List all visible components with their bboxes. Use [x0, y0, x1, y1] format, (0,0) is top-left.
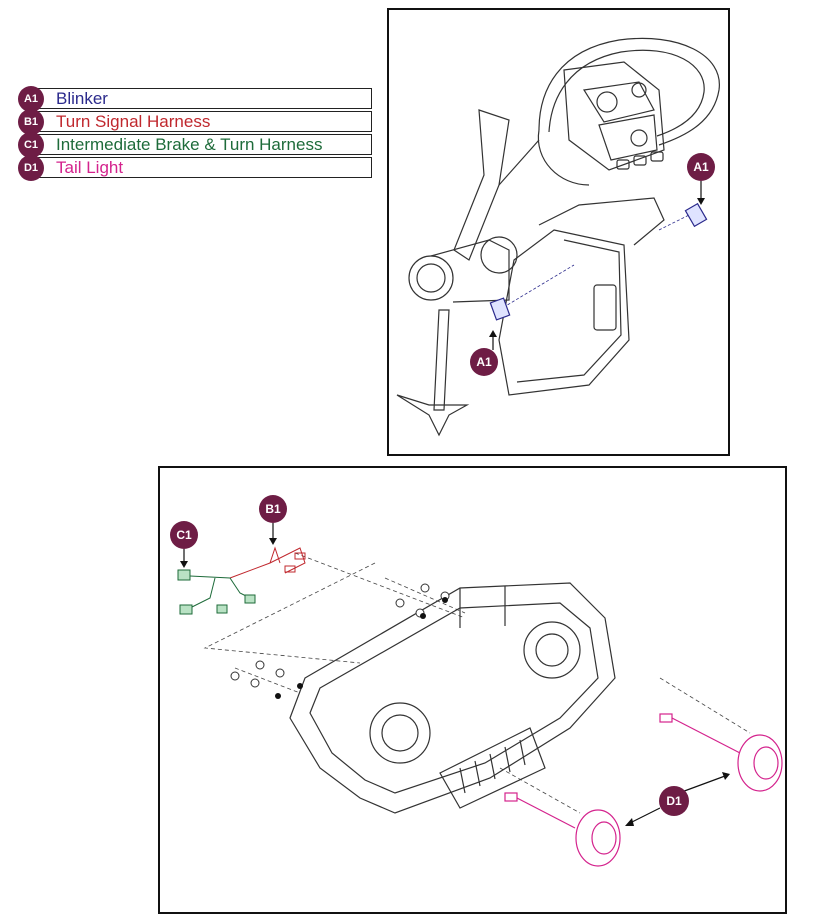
callout-b1-label: B1 [265, 502, 281, 516]
handlebar [538, 37, 720, 146]
legend-row-d1: D1 Tail Light [18, 155, 372, 181]
callout-b1 [259, 495, 287, 523]
legend-label-blinker: Blinker [56, 89, 108, 108]
callout-c1-label: C1 [176, 528, 192, 542]
tiller-assembly-panel: A1 A1 [387, 8, 730, 456]
legend-badge-b1: B1 [18, 109, 44, 135]
rear-shroud [498, 229, 630, 396]
legend-row-a1: A1 Blinker [18, 86, 372, 112]
steering-column [433, 309, 450, 411]
legend-badge-c1: C1 [18, 132, 44, 158]
grille [439, 727, 546, 809]
washers [275, 597, 448, 699]
rear-assembly-panel: B1 C1 D1 [158, 466, 787, 914]
tiller-stem [453, 109, 510, 261]
legend-badge-d1: D1 [18, 155, 44, 181]
legend-label-intermediate-harness: Intermediate Brake & Turn Harness [56, 135, 323, 154]
callout-c1 [170, 521, 198, 549]
callout-d1-label: D1 [666, 794, 682, 808]
legend-label-turn-signal-harness: Turn Signal Harness [56, 112, 211, 131]
callout-a1-left [470, 348, 498, 376]
blinker-right [684, 202, 708, 228]
rear-shroud-body [289, 582, 616, 814]
tiller-assembly-drawing: A1 A1 [396, 37, 720, 437]
tail-lights [504, 713, 783, 867]
rear-assembly-drawing: B1 C1 D1 [170, 495, 783, 867]
blinker-left [489, 297, 511, 321]
parts-legend: A1 Blinker B1 Turn Signal Harness C1 Int… [18, 86, 372, 181]
legend-row-b1: B1 Turn Signal Harness [18, 109, 372, 135]
intermediate-harness [177, 569, 256, 615]
callout-d1 [659, 786, 689, 816]
headlight-left [369, 702, 431, 764]
base-bracket [396, 394, 470, 437]
headlight-right [523, 621, 581, 679]
legend-row-c1: C1 Intermediate Brake & Turn Harness [18, 132, 372, 158]
callout-a1-left-label: A1 [476, 355, 492, 369]
motor-cap [408, 255, 454, 301]
console-head [563, 61, 665, 171]
callout-a1-top [687, 153, 715, 181]
callout-a1-top-label: A1 [693, 160, 709, 174]
turn-signal-harness [229, 546, 306, 579]
legend-badge-a1: A1 [18, 86, 44, 112]
key-switch [596, 91, 618, 113]
assembly-guides [203, 552, 751, 814]
legend-label-tail-light: Tail Light [56, 158, 124, 177]
